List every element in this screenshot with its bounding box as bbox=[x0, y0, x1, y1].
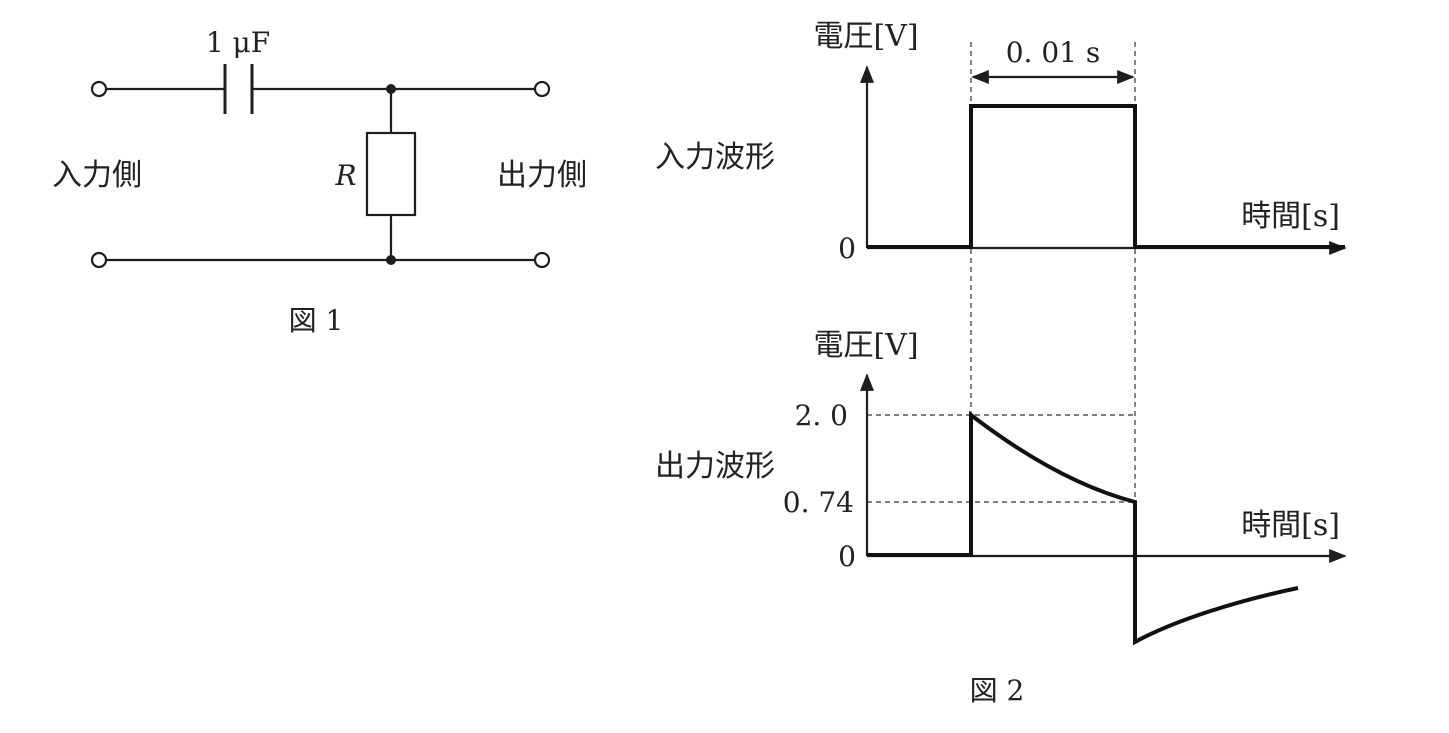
output-peak-label: 2. 0 bbox=[795, 399, 848, 432]
input-waveform-plot: 電圧[V] 時間[s] 0 入力波形 bbox=[655, 19, 1347, 265]
figure-1-caption: 図 1 bbox=[289, 304, 344, 337]
output-terminal-top bbox=[533, 80, 551, 98]
output-terminal-bottom bbox=[533, 251, 551, 269]
figure-1-circuit: 1 μF R 入力側 出力側 図 1 bbox=[52, 26, 587, 337]
output-waveform-plot: 電圧[V] 時間[s] 0 2. 0 0. 74 出力波形 bbox=[655, 328, 1347, 646]
period-label: 0. 01 s bbox=[1006, 36, 1101, 69]
input-x-axis-label: 時間[s] bbox=[1241, 199, 1340, 234]
input-row-label: 入力波形 bbox=[655, 140, 775, 175]
input-terminal-bottom bbox=[90, 251, 108, 269]
input-pulse-line bbox=[867, 104, 1345, 249]
output-end-label: 0. 74 bbox=[783, 486, 854, 519]
input-y-axis-label: 電圧[V] bbox=[813, 19, 918, 54]
figure-2-caption: 図 2 bbox=[970, 674, 1025, 707]
capacitor-label: 1 μF bbox=[206, 26, 270, 59]
output-y-axis-label: 電圧[V] bbox=[813, 328, 918, 363]
figure-2-waveforms: 0. 01 s 電圧[V] 時間[s] 0 入力波形 電圧[V] 時間[s] 0… bbox=[655, 19, 1347, 707]
input-zero-label: 0 bbox=[838, 232, 856, 265]
output-zero-label: 0 bbox=[838, 540, 856, 573]
resistor-symbol bbox=[365, 131, 417, 217]
output-response-curve bbox=[867, 410, 1299, 646]
output-side-label: 出力側 bbox=[497, 158, 587, 193]
output-row-label: 出力波形 bbox=[655, 449, 775, 484]
input-side-label: 入力側 bbox=[52, 158, 142, 193]
input-terminal-top bbox=[90, 80, 108, 98]
output-x-axis-label: 時間[s] bbox=[1241, 508, 1340, 543]
resistor-label: R bbox=[334, 159, 356, 192]
